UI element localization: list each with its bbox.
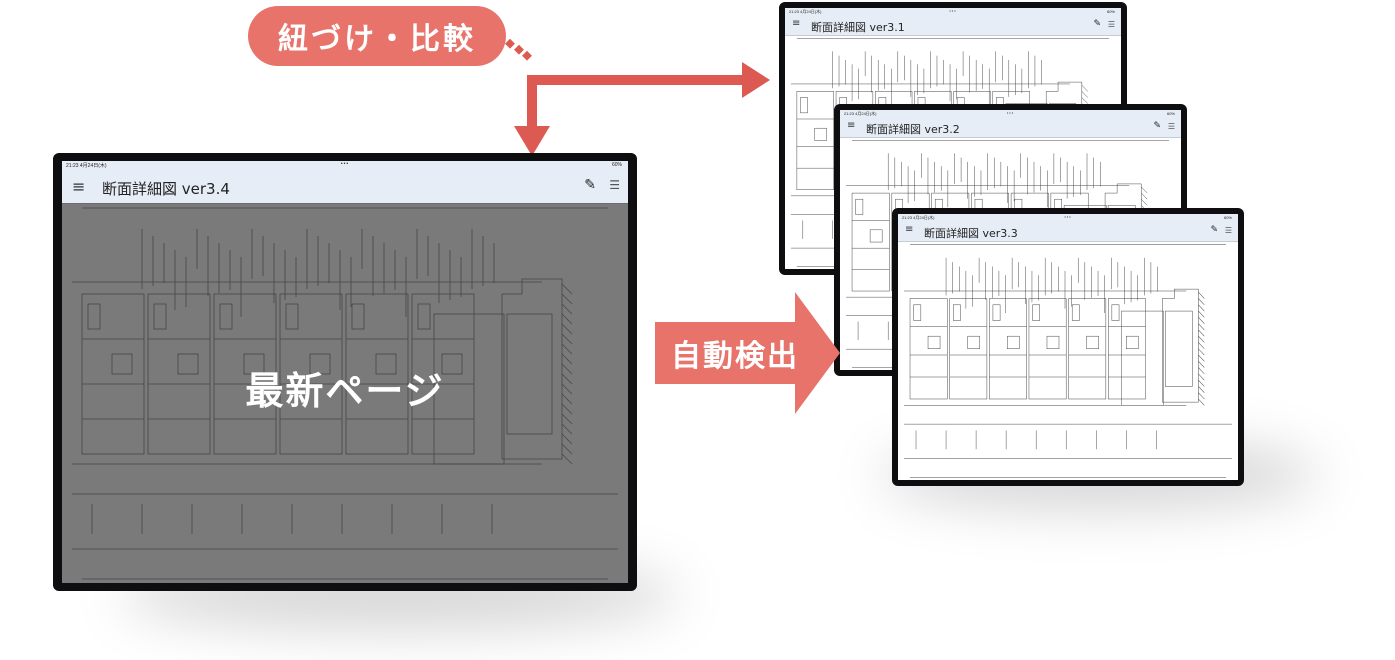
dim-overlay [62,203,628,583]
document-title: 断面詳細図 ver3.3 [924,227,1018,240]
arrow-head-right [742,62,770,98]
auto-detect-label: 自動検出 [671,339,799,374]
pencil-edit-icon[interactable]: ✎ [1093,19,1101,29]
arrow-head-down [514,126,550,156]
list-icon[interactable]: ☰ [1107,20,1115,29]
app-bar: ≡ 断面詳細図 ver3.1 ✎ ☰ [785,15,1121,36]
status-dots: ••• [949,8,957,13]
auto-detect-arrow [655,292,840,414]
status-bar: 21:23 4月24日(木) ••• 60% [785,8,1121,15]
hamburger-menu-icon[interactable]: ≡ [72,177,86,196]
list-icon[interactable]: ☰ [1167,122,1175,131]
status-time: 21:23 4月24日(木) [66,163,107,169]
pencil-edit-icon[interactable]: ✎ [584,177,596,193]
battery-indicator: 60% [1223,215,1232,220]
version-screen: 21:23 4月24日(木) ••• 60% ≡ 断面詳細図 ver3.3 ✎ ☰ [898,214,1238,480]
hamburger-menu-icon[interactable]: ≡ [847,120,856,131]
link-compare-callout: 紐づけ・比較 [248,6,506,66]
battery-indicator: 60% [1106,9,1115,14]
hamburger-menu-icon[interactable]: ≡ [905,224,914,235]
document-title: 断面詳細図 ver3.1 [811,21,905,34]
main-screen: 21:23 4月24日(木) ••• 60% ≡ 断面詳細図 ver3.4 ✎ … [62,161,628,583]
status-bar: 21:23 4月24日(木) ••• 60% [898,214,1238,221]
list-icon[interactable]: ☰ [1224,226,1232,235]
status-time: 21:23 4月24日(木) [844,111,877,116]
latest-page-label: 最新ページ [245,369,445,413]
status-bar: 21:23 4月24日(木) ••• 60% [840,110,1181,117]
pill-dot-1 [505,38,515,49]
app-bar: ≡ 断面詳細図 ver3.3 ✎ ☰ [898,221,1238,242]
status-time: 21:23 4月24日(木) [902,215,935,220]
version-tablet-3: 21:23 4月24日(木) ••• 60% ≡ 断面詳細図 ver3.3 ✎ ☰ [892,208,1244,486]
battery-indicator: 60% [1166,111,1175,116]
document-title: 断面詳細図 ver3.4 [102,180,230,198]
hamburger-menu-icon[interactable]: ≡ [792,18,801,29]
status-dots: ••• [1064,214,1072,219]
app-bar: ≡ 断面詳細図 ver3.2 ✎ ☰ [840,117,1181,138]
status-dots: ••• [340,161,350,167]
pill-dot-2 [514,44,524,55]
document-title: 断面詳細図 ver3.2 [866,123,960,136]
pill-dot-3 [522,50,532,61]
app-bar: ≡ 断面詳細図 ver3.4 ✎ ☰ [62,171,628,204]
status-dots: ••• [1006,110,1015,115]
battery-indicator: 60% [611,162,622,168]
section-drawing [904,244,1232,478]
pencil-edit-icon[interactable]: ✎ [1210,225,1218,235]
status-time: 21:23 4月24日(木) [789,9,822,14]
link-arrow-line [527,75,744,128]
list-icon[interactable]: ☰ [609,178,620,192]
status-bar: 21:23 4月24日(木) ••• 60% [62,161,628,171]
pencil-edit-icon[interactable]: ✎ [1153,121,1161,131]
main-tablet: 21:23 4月24日(木) ••• 60% ≡ 断面詳細図 ver3.4 ✎ … [53,153,637,591]
